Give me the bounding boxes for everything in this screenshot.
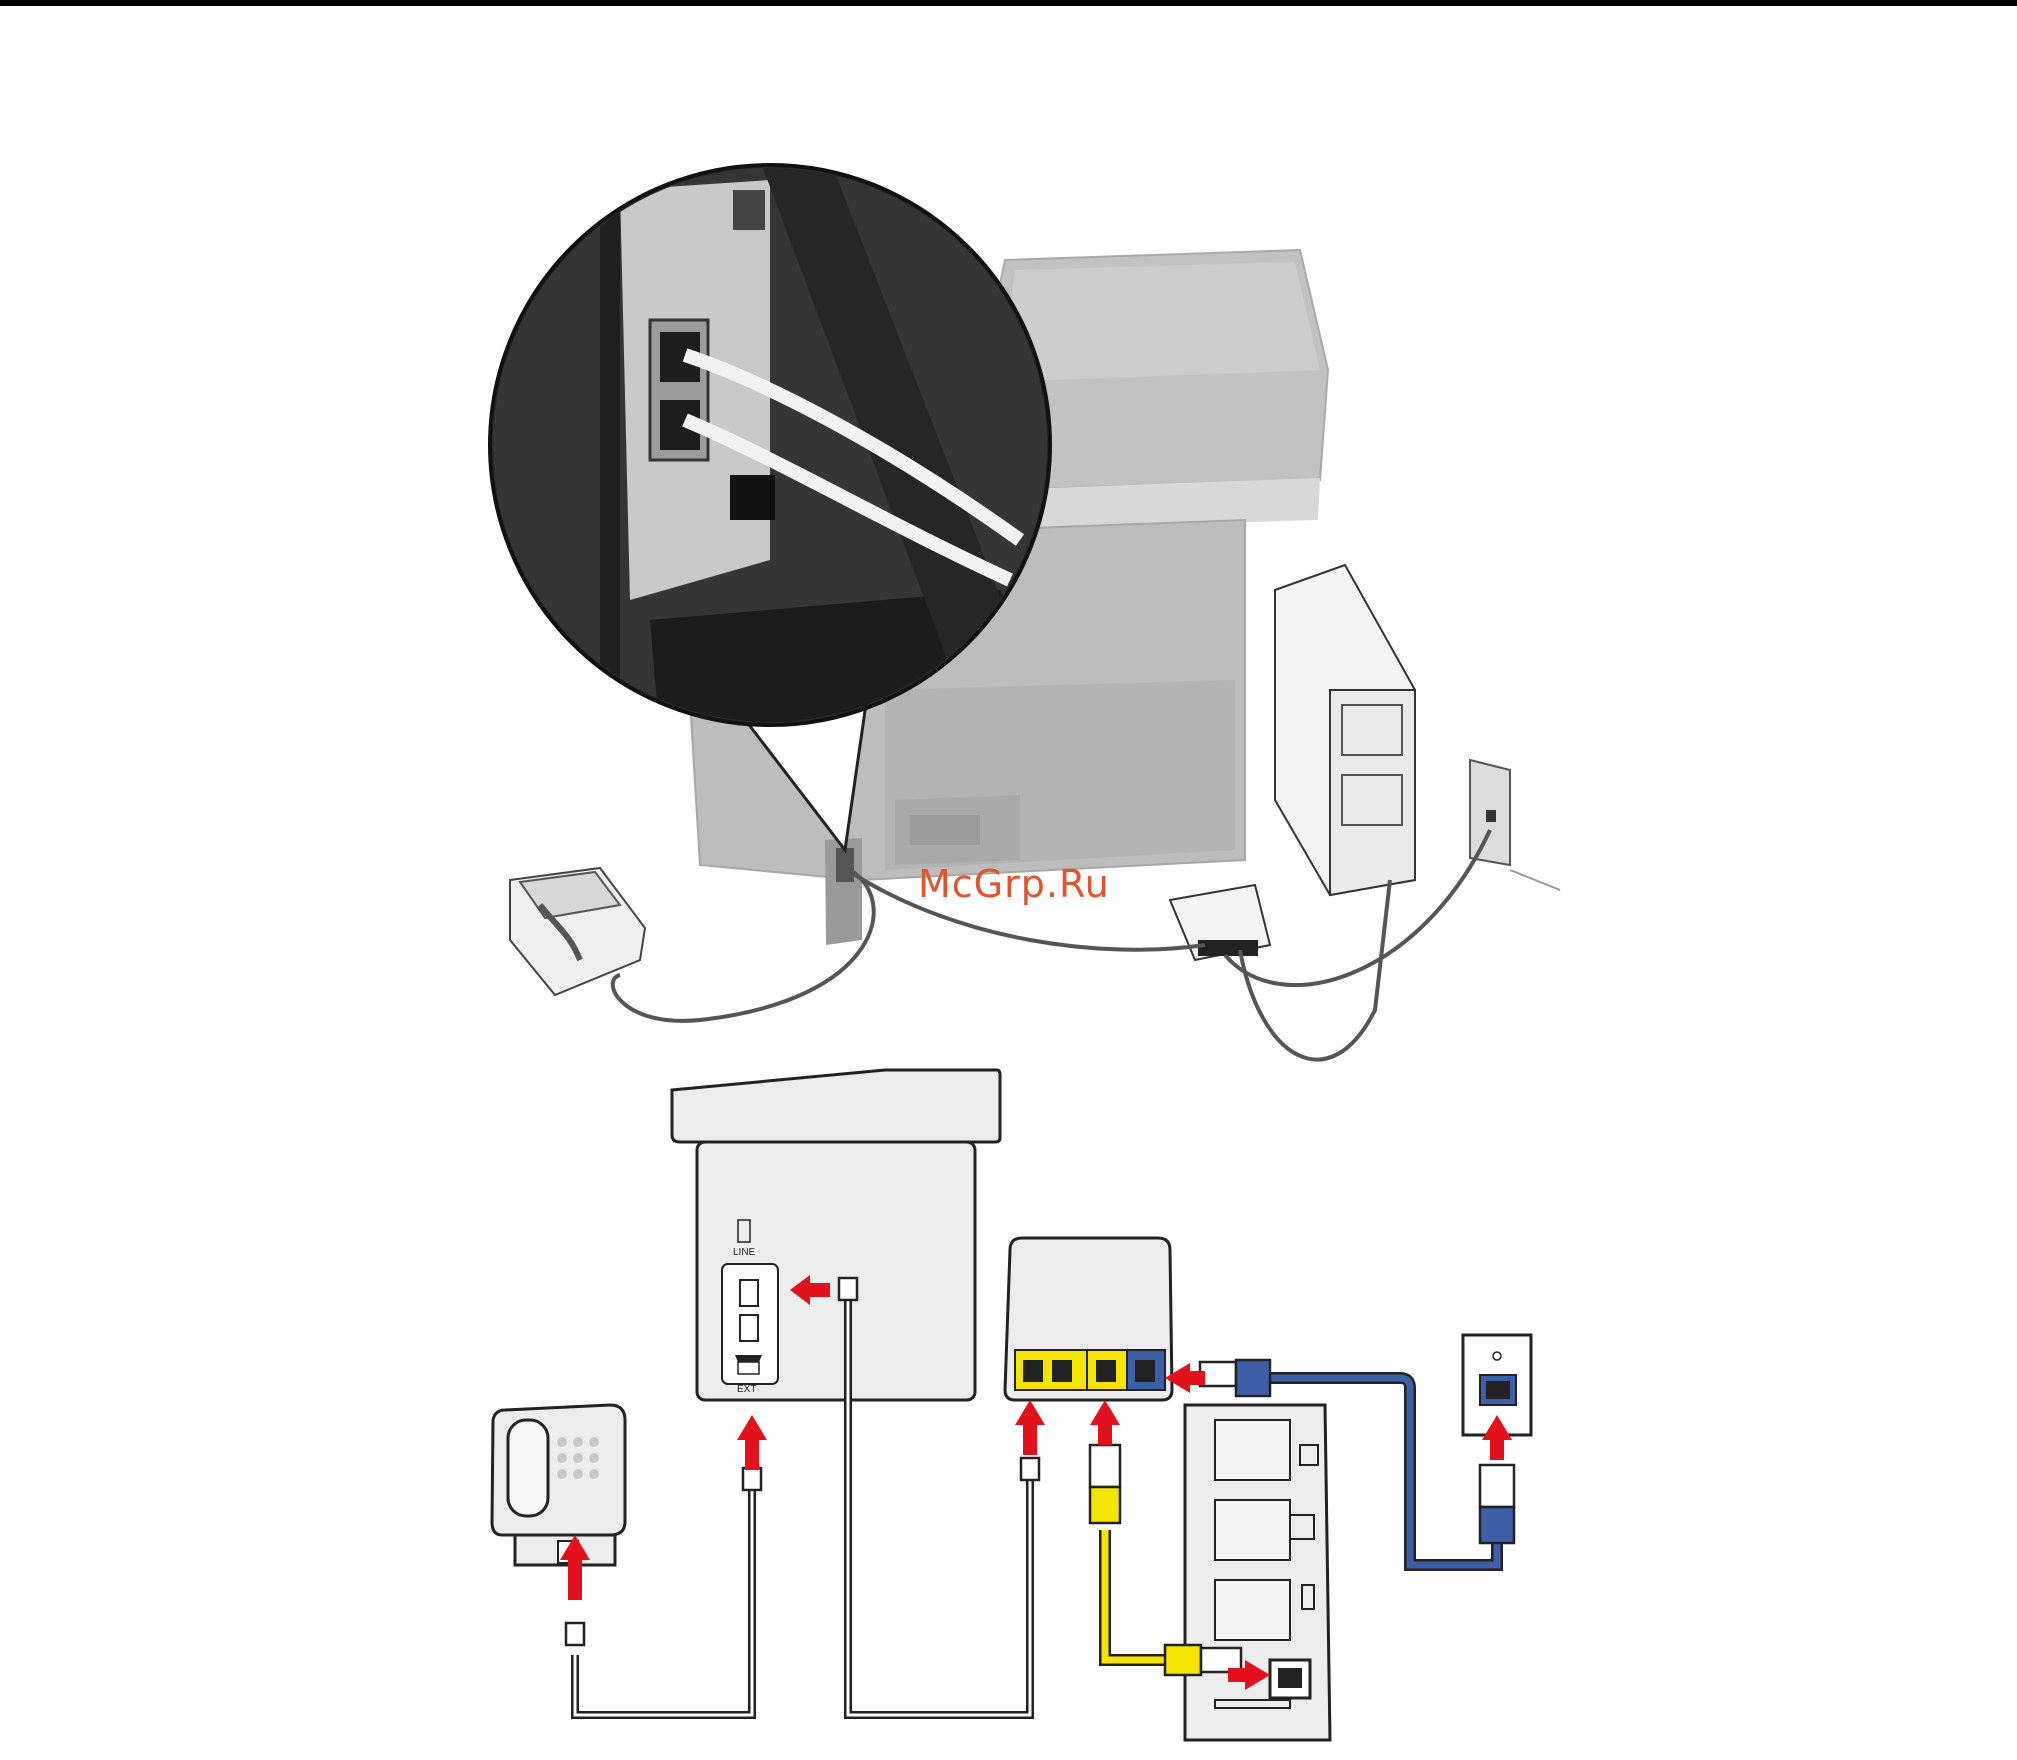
line-label: LINE — [733, 1247, 756, 1258]
ethernet-cable-yellow — [1105, 1530, 1170, 1660]
telephone-illustration — [510, 868, 645, 995]
arrow-up-ethernet — [1090, 1400, 1120, 1445]
ext-label: EXT — [737, 1384, 756, 1395]
telephone-schematic — [492, 1405, 625, 1565]
computer-schematic — [1185, 1405, 1330, 1740]
watermark: McGrp.Ru — [918, 862, 1110, 906]
arrow-up-ext — [737, 1415, 767, 1470]
printer-schematic: LINE EXT — [672, 1070, 1000, 1400]
modem-schematic — [1005, 1238, 1172, 1400]
arrow-up-modem — [1015, 1400, 1045, 1455]
computer-illustration — [1275, 565, 1415, 895]
wall-jack-illustration — [1470, 760, 1560, 890]
